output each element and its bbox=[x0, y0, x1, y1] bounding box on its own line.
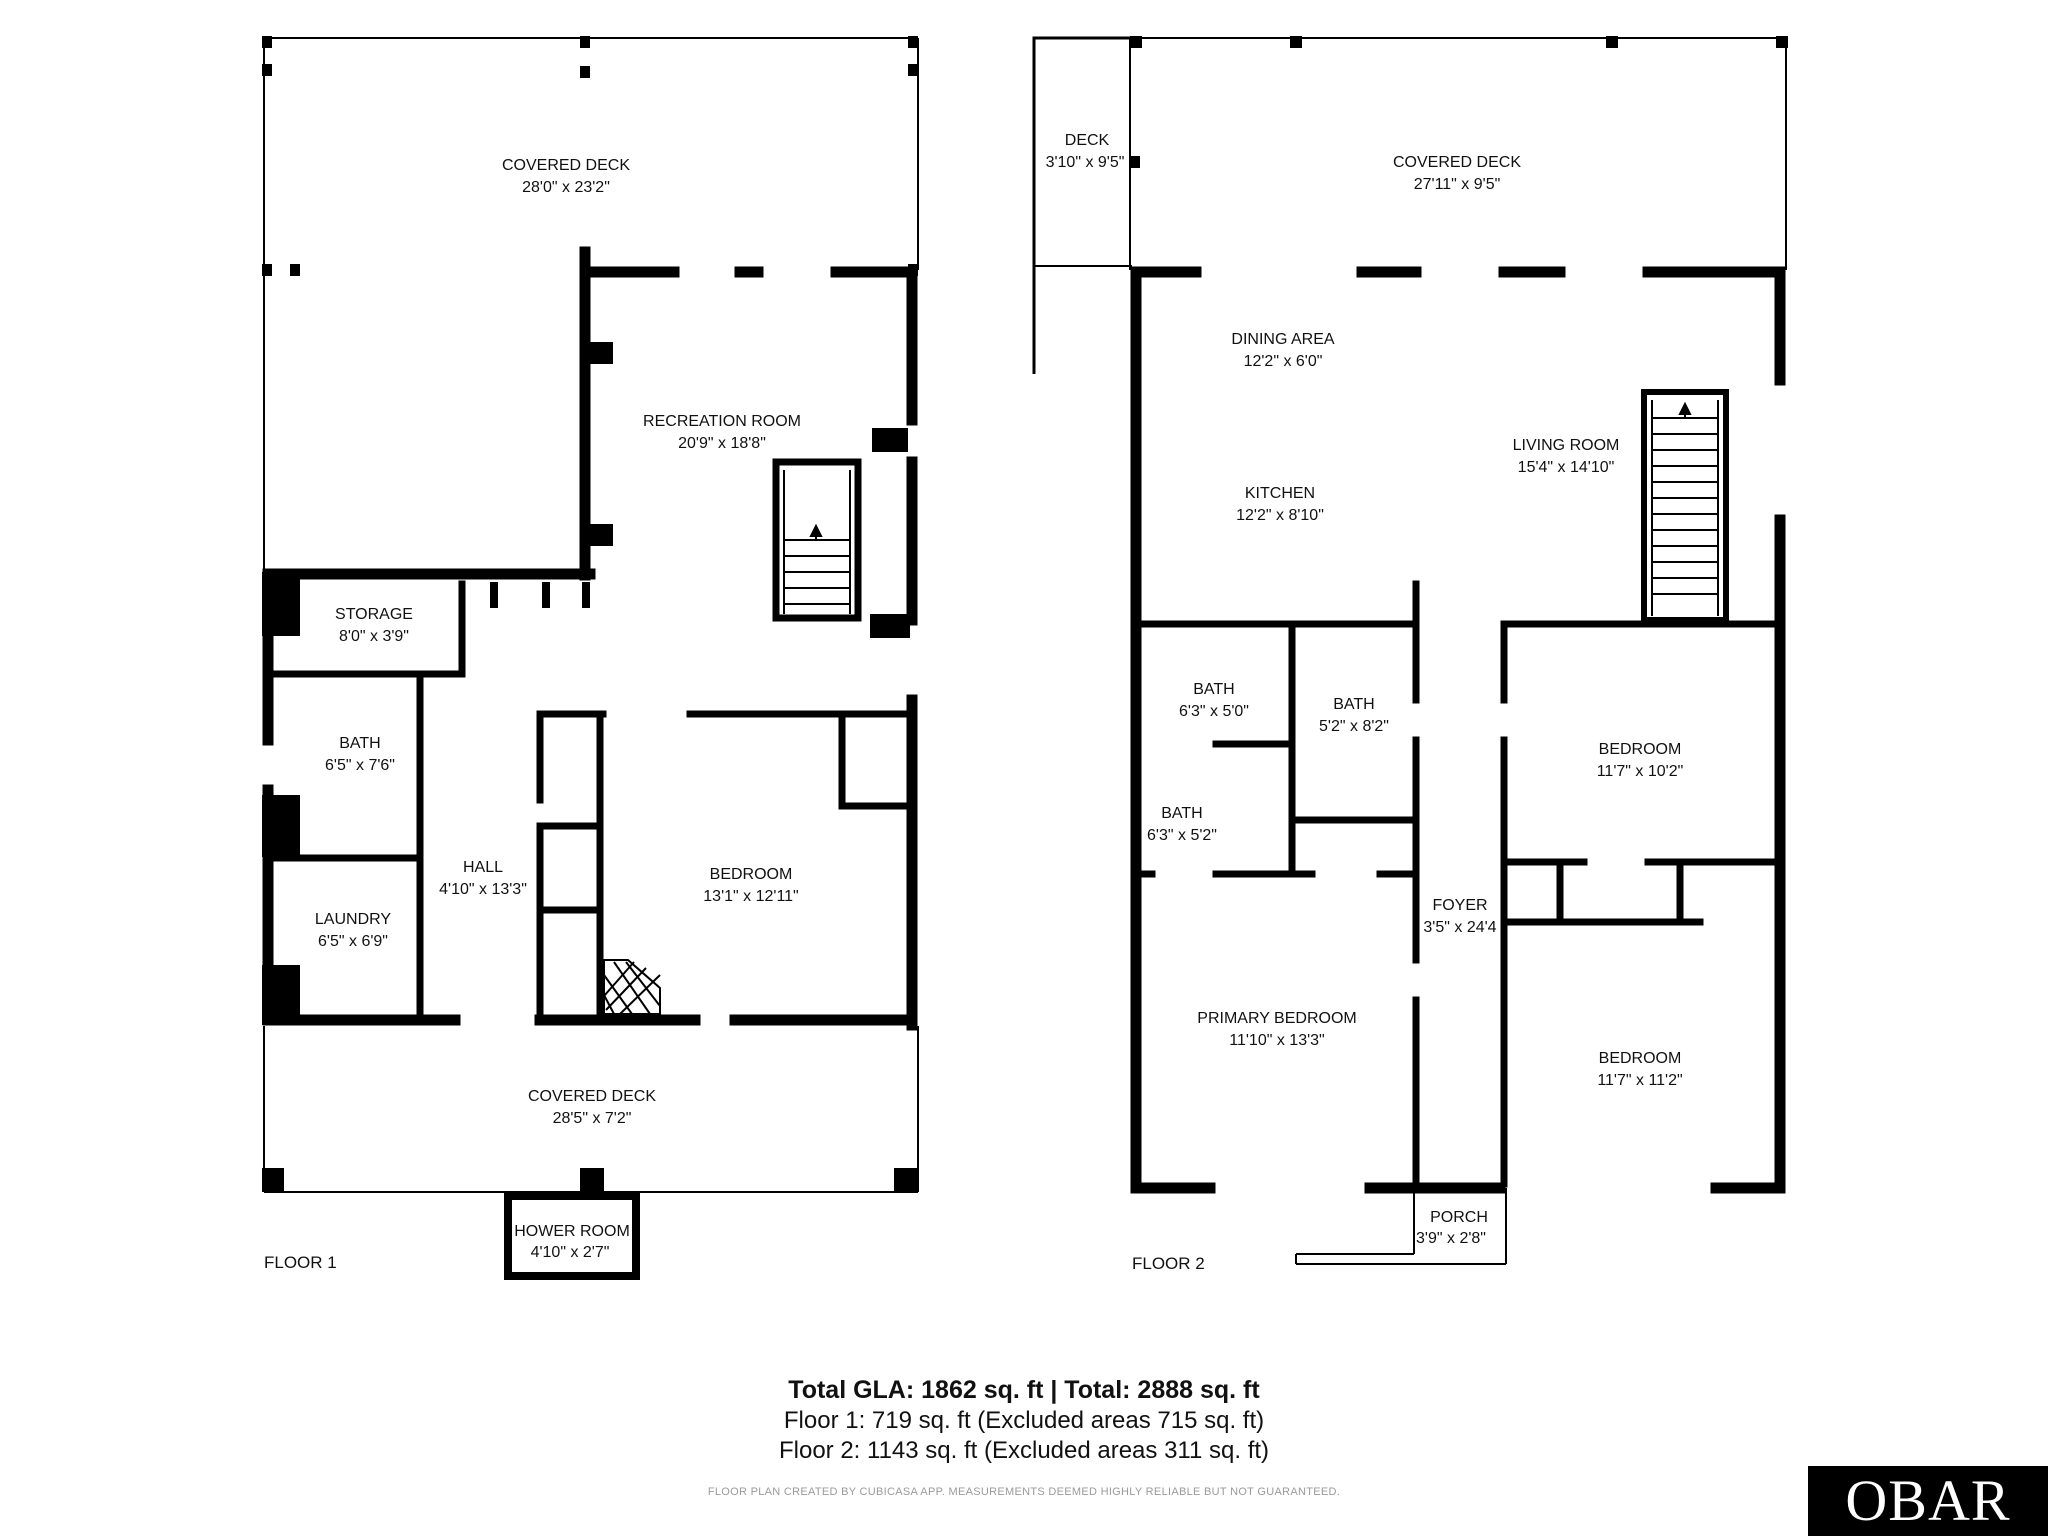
room-dims: 28'5" x 7'2" bbox=[553, 1110, 632, 1127]
floor-2-area: Floor 2: 1143 sq. ft (Excluded areas 311… bbox=[778, 1437, 1270, 1464]
room-dims: 6'3" x 5'2" bbox=[1147, 827, 1217, 844]
room-dims: 20'9" x 18'8" bbox=[678, 435, 766, 452]
floor-1-label: FLOOR 1 bbox=[264, 1253, 337, 1272]
room-name: HALL bbox=[463, 859, 503, 876]
room-name: BEDROOM bbox=[1599, 1050, 1682, 1067]
room-dims: 28'0" x 23'2" bbox=[522, 179, 610, 196]
room-dims: 5'2" x 8'2" bbox=[1319, 718, 1389, 735]
room-name: BATH bbox=[1333, 696, 1374, 713]
room-dims: 6'3" x 5'0" bbox=[1179, 703, 1249, 720]
room-dims: 3'10" x 9'5" bbox=[1046, 154, 1125, 171]
room-dims: 3'9" x 2'8" bbox=[1416, 1230, 1486, 1247]
room-name: BATH bbox=[339, 735, 380, 752]
room-name: STORAGE bbox=[335, 606, 413, 623]
room-name: BEDROOM bbox=[1599, 741, 1682, 758]
floor-1-plan bbox=[262, 36, 919, 1280]
room-name: HOWER ROOM bbox=[514, 1223, 630, 1240]
room-dims: 13'1" x 12'11" bbox=[703, 888, 798, 905]
room-name: BATH bbox=[1161, 805, 1202, 822]
room-dims: 11'7" x 11'2" bbox=[1597, 1072, 1682, 1089]
total-area: Total GLA: 1862 sq. ft | Total: 2888 sq.… bbox=[788, 1376, 1260, 1404]
room-name: BEDROOM bbox=[710, 866, 793, 883]
room-name: COVERED DECK bbox=[528, 1088, 656, 1105]
room-name: RECREATION ROOM bbox=[643, 413, 801, 430]
room-dims: 4'10" x 13'3" bbox=[439, 881, 527, 898]
room-name: COVERED DECK bbox=[502, 157, 630, 174]
room-dims: 6'5" x 6'9" bbox=[318, 933, 388, 950]
floor-2-label: FLOOR 2 bbox=[1132, 1254, 1205, 1273]
floor-2-plan bbox=[1032, 36, 1788, 1265]
room-name: DECK bbox=[1065, 132, 1110, 149]
room-name: DINING AREA bbox=[1231, 331, 1334, 348]
disclaimer: FLOOR PLAN CREATED BY CUBICASA APP. MEAS… bbox=[707, 1486, 1341, 1498]
room-dims: 11'10" x 13'3" bbox=[1229, 1032, 1324, 1049]
room-name: PRIMARY BEDROOM bbox=[1197, 1010, 1356, 1027]
room-name: COVERED DECK bbox=[1393, 154, 1521, 171]
room-dims: 3'5" x 24'4 bbox=[1423, 919, 1496, 936]
room-dims: 12'2" x 8'10" bbox=[1236, 507, 1324, 524]
room-name: LAUNDRY bbox=[315, 911, 392, 928]
room-name: BATH bbox=[1193, 681, 1234, 698]
room-name: KITCHEN bbox=[1245, 485, 1315, 502]
room-name: PORCH bbox=[1430, 1209, 1488, 1226]
room-dims: 12'2" x 6'0" bbox=[1244, 353, 1323, 370]
room-dims: 15'4" x 14'10" bbox=[1518, 459, 1615, 476]
room-name: FOYER bbox=[1432, 897, 1487, 914]
room-name: LIVING ROOM bbox=[1513, 437, 1620, 454]
room-dims: 27'11" x 9'5" bbox=[1414, 176, 1501, 193]
room-dims: 6'5" x 7'6" bbox=[325, 757, 395, 774]
room-dims: 4'10" x 2'7" bbox=[531, 1244, 610, 1261]
room-dims: 8'0" x 3'9" bbox=[339, 628, 409, 645]
room-labels: COVERED DECK 28'0" x 23'2" RECREATION RO… bbox=[264, 132, 1683, 1273]
floor-1-area: Floor 1: 719 sq. ft (Excluded areas 715 … bbox=[783, 1407, 1265, 1434]
obar-logo: OBAR bbox=[1808, 1466, 2048, 1536]
room-dims: 11'7" x 10'2" bbox=[1597, 763, 1684, 780]
